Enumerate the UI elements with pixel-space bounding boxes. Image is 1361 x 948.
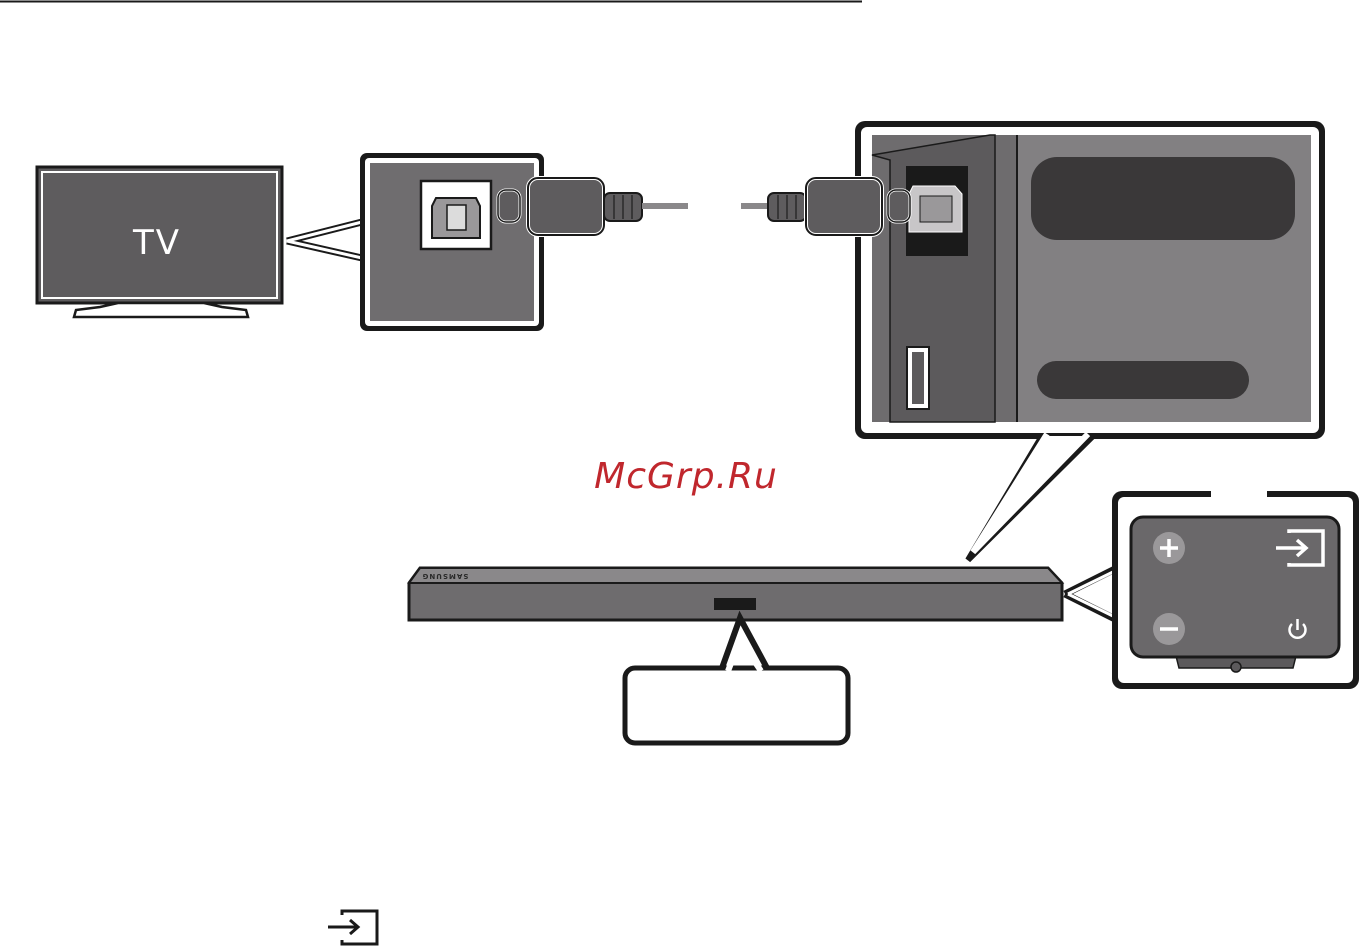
tv-callout-pointer [286,218,363,262]
tv-screen-bezel [41,171,278,299]
left-plug-tip [496,188,522,224]
tv-label: TV [132,223,181,263]
tv-illustration: TV [35,165,284,319]
buttons-callout-pointer [1063,564,1119,624]
soundbar-brand-label: SAMSUNG [422,572,469,580]
watermark-text: McGrp.Ru [594,456,778,497]
source-button[interactable] [1276,529,1325,567]
power-icon[interactable] [1288,619,1307,639]
left-plug-body [526,176,606,237]
display-callout-box [622,665,851,746]
soundbar-display [714,598,756,610]
soundbar-buttons-callout [1112,488,1359,689]
rear-label-plate-top [1031,157,1295,240]
optical-cable [496,176,807,237]
soundbar-rear-panel-callout [855,121,1325,439]
tv-optical-port-callout [360,153,544,331]
right-plug [804,176,912,237]
tv-stand [72,301,250,319]
rear-label-plate-bottom [1037,361,1249,399]
right-plug-tip [886,188,912,224]
power-button[interactable] [1288,619,1307,639]
soundbar: SAMSUNG [407,566,1065,622]
source-icon [328,909,379,946]
volume-up-button[interactable] [1153,532,1185,564]
volume-down-button[interactable] [1153,613,1185,645]
right-plug-body [804,176,884,237]
source-icon[interactable] [1276,529,1325,567]
soundbar-top [407,567,1065,584]
